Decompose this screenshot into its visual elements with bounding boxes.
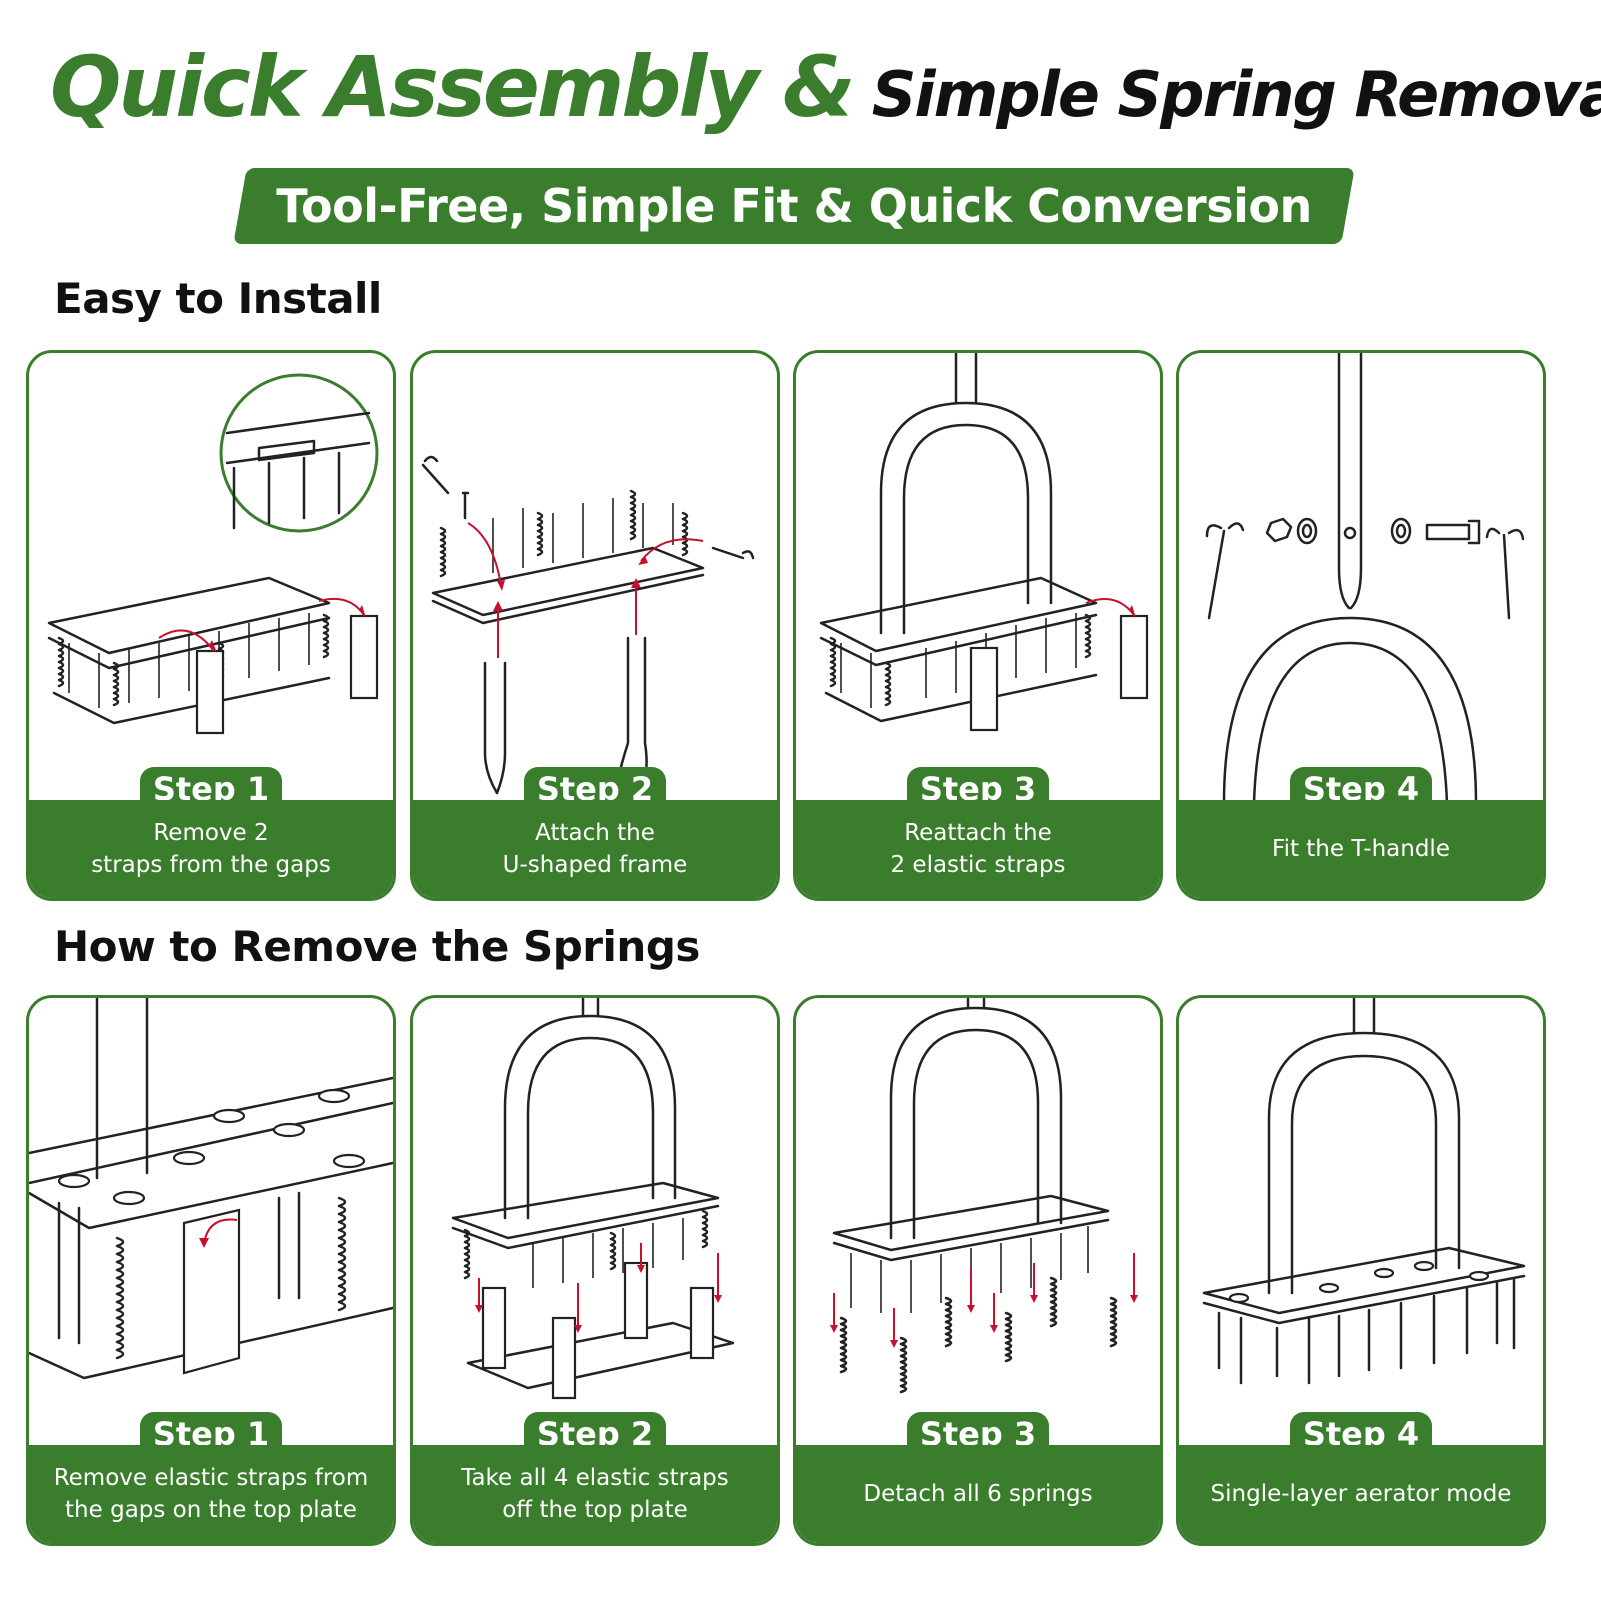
banner-text: Tool-Free, Simple Fit & Quick Conversion	[276, 179, 1312, 233]
caption-line-1: Detach all 6 springs	[863, 1481, 1093, 1507]
remove-step-4-illustration	[1202, 998, 1526, 1385]
title-green: Quick Assembly &	[50, 38, 856, 136]
remove-step-3-illustration	[830, 998, 1138, 1394]
caption-line-2: off the top plate	[502, 1497, 688, 1523]
install-step-3-illustration	[819, 353, 1149, 732]
caption-line-1: Reattach the	[904, 820, 1052, 846]
remove-step-1-card: Step 1 Remove elastic straps from the ga…	[26, 995, 396, 1546]
step-caption: Attach the U-shaped frame	[413, 800, 777, 898]
main-title: Quick Assembly & Simple Spring Removal	[50, 38, 1601, 136]
step-caption: Detach all 6 springs	[796, 1445, 1160, 1543]
remove-step-2-card: Step 2 Take all 4 elastic straps off the…	[410, 995, 780, 1546]
caption-line-1: Remove elastic straps from	[53, 1465, 369, 1491]
step-caption: Fit the T-handle	[1179, 800, 1543, 898]
step-caption: Remove elastic straps from the gaps on t…	[29, 1445, 393, 1543]
install-step-1-illustration	[47, 373, 379, 735]
caption-line-1: Fit the T-handle	[1272, 836, 1450, 862]
remove-heading: How to Remove the Springs	[54, 922, 700, 971]
install-step-2-illustration	[421, 455, 755, 795]
remove-step-1-illustration	[29, 998, 393, 1380]
caption-line-2: 2 elastic straps	[890, 852, 1066, 878]
remove-step-3-card: Step 3 Detach all 6 springs	[793, 995, 1163, 1546]
remove-step-2-illustration	[451, 998, 735, 1400]
install-step-1-card: Step 1 Remove 2 straps from the gaps	[26, 350, 396, 901]
install-step-2-card: Step 2 Attach the U-shaped frame	[410, 350, 780, 901]
step-caption: Single-layer aerator mode	[1179, 1445, 1543, 1543]
step-caption: Take all 4 elastic straps off the top pl…	[413, 1445, 777, 1543]
caption-line-1: Remove 2	[153, 820, 269, 846]
title-black: Simple Spring Removal	[871, 58, 1601, 131]
caption-line-1: Single-layer aerator mode	[1210, 1481, 1512, 1507]
step-caption: Reattach the 2 elastic straps	[796, 800, 1160, 898]
caption-line-1: Take all 4 elastic straps	[461, 1465, 729, 1491]
install-step-3-card: Step 3 Reattach the 2 elastic straps	[793, 350, 1163, 901]
caption-line-2: straps from the gaps	[91, 852, 331, 878]
caption-line-2: the gaps on the top plate	[65, 1497, 357, 1523]
caption-line-1: Attach the	[535, 820, 655, 846]
install-heading: Easy to Install	[54, 274, 382, 323]
caption-line-2: U-shaped frame	[502, 852, 688, 878]
remove-step-4-card: Step 4 Single-layer aerator mode	[1176, 995, 1546, 1546]
step-caption: Remove 2 straps from the gaps	[29, 800, 393, 898]
install-step-4-card: Step 4 Fit the T-handle	[1176, 350, 1546, 901]
install-step-4-illustration	[1205, 353, 1525, 803]
